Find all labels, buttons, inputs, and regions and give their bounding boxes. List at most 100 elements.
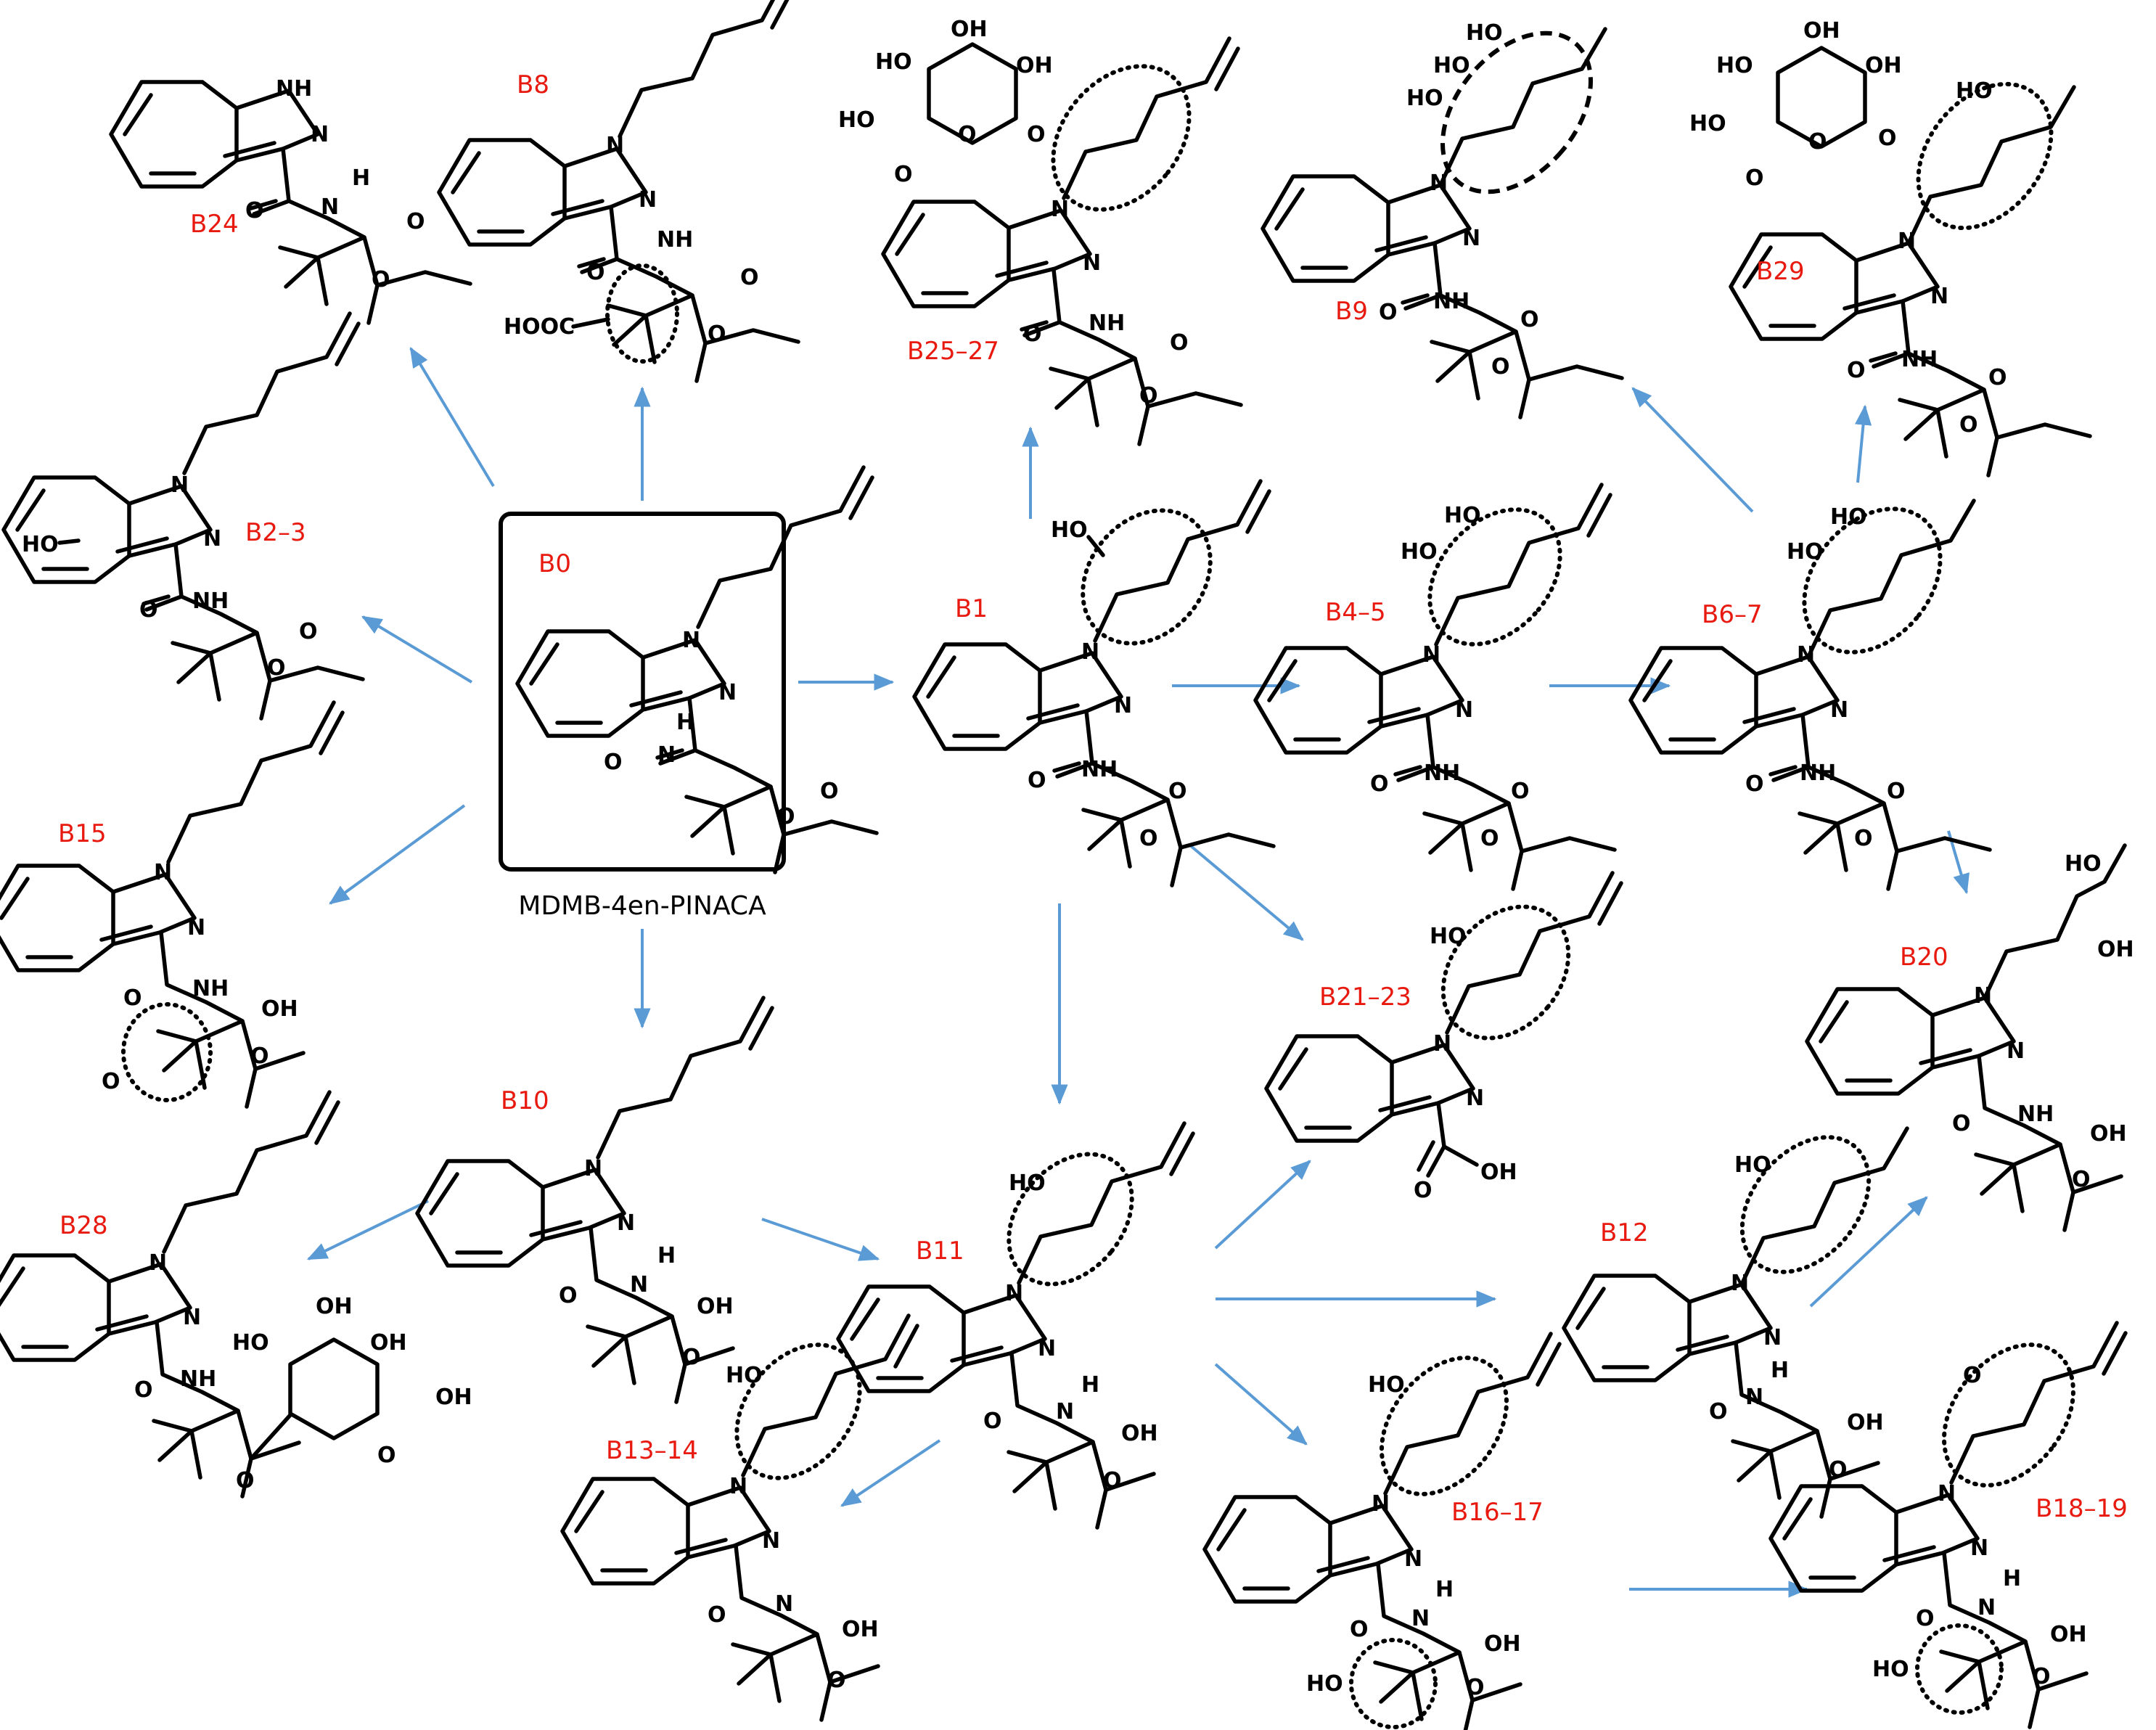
atom-label: N [630, 1272, 648, 1298]
compound-b28: N N O NH O HO OH OH OH O B28 [0, 1092, 472, 1496]
atom-label: O [139, 597, 158, 623]
atom-label: N [1763, 1325, 1782, 1350]
modification-site-marker [1427, 507, 1562, 647]
atom-label: O [2072, 1167, 2091, 1192]
arrow-b6-7-to-b9 [1631, 387, 1754, 513]
atom-label: HO [1406, 86, 1443, 111]
atom-label: N [171, 472, 189, 498]
atom-label: O [1847, 358, 1866, 383]
atom-label: N [1114, 693, 1132, 718]
arrow-b11-to-b13-14 [840, 1439, 941, 1507]
atom-label: H [1081, 1372, 1099, 1398]
compound-b29: N N O NH O O HO OH OH HO O O O HO B29 [1689, 18, 2090, 475]
atom-label: NH [657, 227, 693, 253]
atom-label: HO [1689, 111, 1726, 136]
atom-label: O [1829, 1457, 1848, 1483]
atom-label: O [1168, 779, 1187, 804]
compound-b9: N N O NH O O HO HO HO B9 [1263, 20, 1622, 417]
atom-label: N [154, 860, 172, 885]
atom-label: O [372, 267, 390, 292]
arrow-b12-to-b20 [1809, 1196, 1928, 1308]
atom-label: O [102, 1069, 120, 1094]
compound-b20: N N O NH O OH HO OH B20 [1807, 843, 2134, 1230]
atom-label: O [559, 1283, 578, 1308]
compound-id-b25-27: B25–27 [907, 337, 999, 366]
atom-label: N [1422, 642, 1440, 668]
modification-site-marker [1916, 81, 2054, 231]
atom-label: OH [1803, 18, 1840, 44]
compound-b4-5: N N O NH O O HO HO B4–5 [1255, 484, 1615, 889]
atom-label: O [740, 265, 759, 290]
atom-label: O [1103, 1468, 1122, 1493]
parent-compound-name: MDMB-4en-PINACA [518, 891, 766, 921]
atom-label: OH [370, 1330, 407, 1356]
compound-id-b28: B28 [60, 1211, 108, 1240]
atom-label: O [267, 655, 286, 681]
modification-site-marker [1739, 1135, 1872, 1274]
atom-label: OH [1865, 53, 1902, 78]
atom-label: O [682, 1345, 701, 1370]
atom-label: HO [1430, 924, 1467, 949]
compound-b10: N N O N H O OH B10 [417, 998, 772, 1402]
atom-label: O [250, 1044, 269, 1069]
modification-site-marker [1051, 64, 1192, 212]
modification-site-marker [1802, 507, 1943, 655]
compound-id-b24: B24 [190, 210, 239, 239]
atom-label: N [1433, 1031, 1451, 1057]
atom-label: O [1370, 771, 1389, 797]
atom-label: O [1170, 330, 1189, 356]
atom-label: N [1051, 197, 1069, 222]
atom-label: O [1491, 354, 1510, 380]
atom-label: O [1023, 321, 1042, 347]
atom-label: H [1435, 1577, 1454, 1602]
atom-label: HO [1787, 539, 1824, 565]
atom-label: N [606, 133, 624, 158]
compound-id-b0: B0 [538, 549, 571, 578]
arrow-b11-to-b21-23 [1214, 1160, 1311, 1250]
atom-label: OH [1484, 1631, 1521, 1657]
atom-label: O [123, 985, 142, 1011]
atom-label: OH [951, 17, 988, 42]
arrow-b1-to-b21-23 [1189, 844, 1304, 941]
atom-label: N [1731, 1271, 1749, 1296]
atom-label: HO [1716, 53, 1753, 78]
atom-label: O [1745, 771, 1764, 797]
atom-label: O [236, 1468, 255, 1493]
atom-label: O [1139, 383, 1158, 409]
atom-label: OH [435, 1385, 472, 1410]
atom-label: O [820, 779, 839, 804]
compound-b11: N N O N H O OH HO B11 [838, 1123, 1193, 1528]
modification-site-marker [1007, 1152, 1134, 1287]
atom-label: HO [838, 107, 875, 133]
atom-label: OH [1480, 1160, 1517, 1185]
compound-b25-27: N N O NH O O HO OH OH HO O O O B25–27 [838, 17, 1241, 444]
compound-id-b18-19: B18–19 [2036, 1494, 2128, 1523]
modification-site-marker [1379, 1356, 1509, 1496]
compound-b21-23: N N O OH HO B21–23 [1266, 873, 1621, 1203]
atom-label: HO [1368, 1372, 1405, 1398]
compound-b16-17: N N O N H O OH HO HO B16–17 [1205, 1334, 1559, 1730]
modification-site-marker [1440, 30, 1593, 194]
arrow-b0-to-b15 [329, 804, 466, 905]
atom-label: OH [1121, 1421, 1158, 1446]
atom-label: N [1466, 1086, 1484, 1111]
compound-b15: N N O NH O OH O B15 [0, 702, 343, 1107]
atom-label: O [1854, 826, 1873, 851]
modification-site-marker [1081, 508, 1213, 646]
atom-label: O [1028, 768, 1046, 793]
atom-label: N [1462, 226, 1480, 251]
atom-label: HO [2065, 851, 2102, 877]
atom-label: N [1081, 639, 1099, 665]
atom-label: N [1005, 1281, 1023, 1306]
atom-label: H [657, 1243, 676, 1268]
atom-label: O [1379, 300, 1398, 325]
atom-label: NH [192, 589, 229, 614]
compound-id-b4-5: B4–5 [1325, 598, 1386, 627]
atom-label: N [1797, 642, 1815, 668]
atom-label: N [1411, 1606, 1430, 1631]
atom-label: O [827, 1668, 846, 1693]
atom-label: HO [1051, 517, 1088, 543]
atom-label: H [676, 710, 694, 735]
atom-label: N [617, 1210, 635, 1236]
